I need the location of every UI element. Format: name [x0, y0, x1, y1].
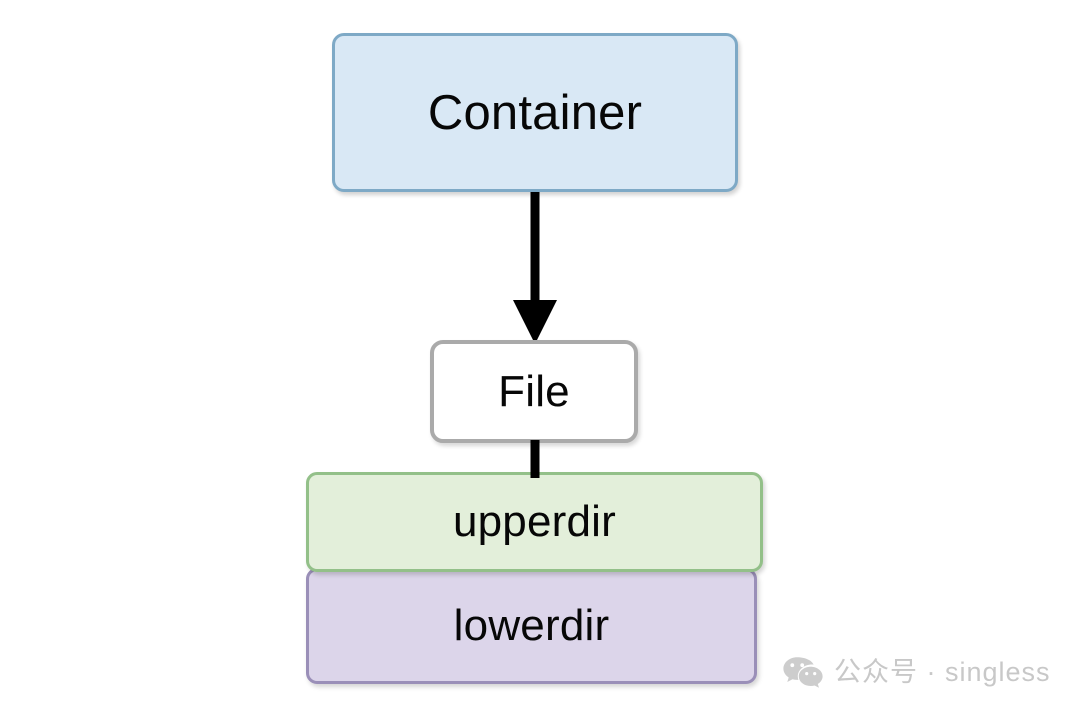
node-file-label: File: [498, 366, 570, 416]
node-container[interactable]: Container: [332, 33, 738, 192]
wechat-logo-icon: [782, 655, 824, 689]
edge-container-to-file: [513, 188, 557, 344]
edge-file-to-upperdir: [530, 440, 540, 478]
node-lowerdir-label: lowerdir: [453, 601, 610, 650]
node-upperdir-label: upperdir: [452, 497, 617, 546]
node-container-label: Container: [427, 85, 643, 140]
watermark: 公众号 · singless: [782, 655, 1051, 689]
node-lowerdir[interactable]: lowerdir: [306, 568, 757, 684]
node-upperdir[interactable]: upperdir: [306, 472, 763, 572]
watermark-text: 公众号 · singless: [834, 656, 1051, 687]
node-file[interactable]: File: [430, 340, 638, 443]
